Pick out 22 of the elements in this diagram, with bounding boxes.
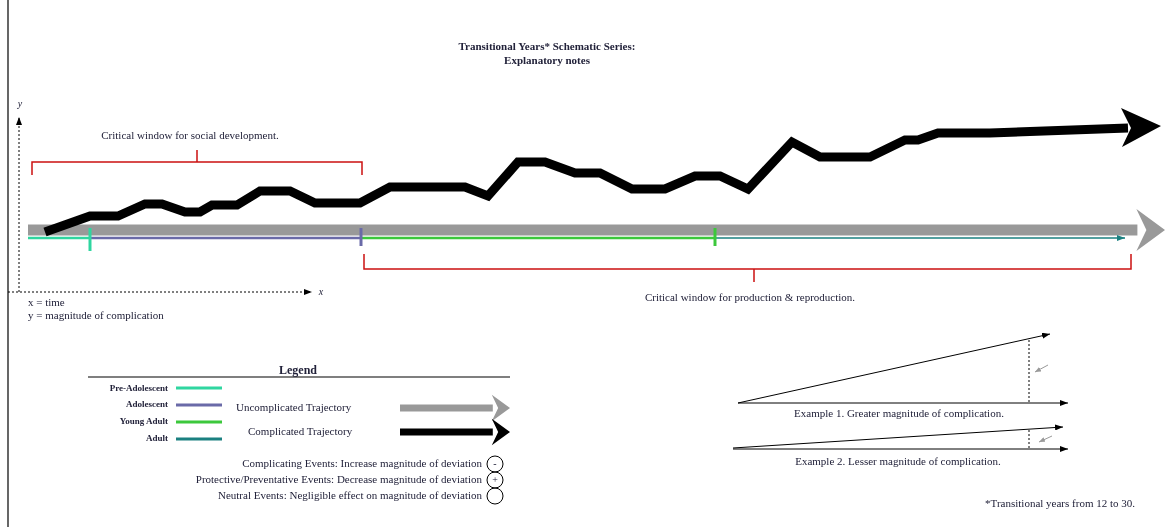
axis-label: x	[318, 285, 324, 298]
legend-label: Complicating Events: Increase magnitude of deviation	[242, 457, 482, 470]
bracket-label: Critical window for social development.	[101, 129, 279, 142]
legend-heading: Legend	[279, 363, 317, 378]
bracket-label: Critical window for production & reproduction.	[644, 291, 856, 304]
diagram-title: Transitional Years* Schematic Series: Explanatory notes	[457, 39, 637, 67]
axis-note: y = magnitude of complication	[28, 309, 164, 322]
footnote: *Transitional years from 12 to 30.	[985, 497, 1135, 510]
plus-sign: +	[492, 473, 498, 486]
legend-label: Pre-Adolescent	[109, 382, 168, 394]
legend-label: Adult	[146, 432, 168, 444]
example-caption: Example 2. Lesser magnitude of complication.	[795, 455, 1001, 468]
legend-label: Uncomplicated Trajectory	[236, 401, 352, 414]
axis-label: y	[17, 97, 23, 110]
axis-note: x = time	[28, 296, 65, 309]
legend-label: Protective/Preventative Events: Decrease magnitude of deviation	[195, 473, 482, 486]
minus-sign: -	[493, 457, 497, 470]
legend-label: Young Adult	[119, 415, 168, 427]
legend-label: Complicated Trajectory	[248, 425, 353, 438]
legend-label: Neutral Events: Negligible effect on magnitude of deviation	[217, 489, 482, 502]
legend-label: Adolescent	[126, 398, 168, 410]
example-caption: Example 1. Greater magnitude of complication.	[794, 407, 1004, 420]
